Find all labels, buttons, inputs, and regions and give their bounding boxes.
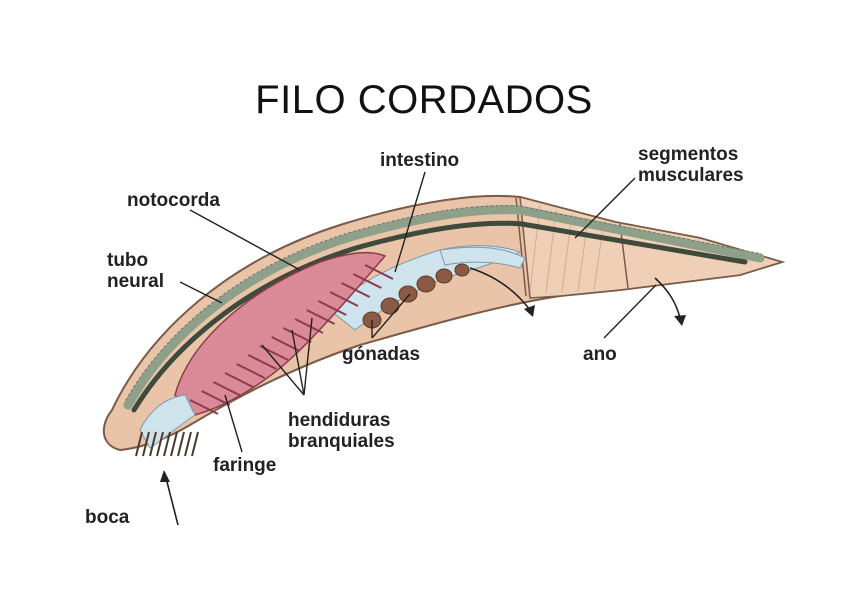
muscle-segments	[529, 204, 605, 294]
leader-gonadas-2	[371, 293, 411, 339]
label-hendiduras-branquiales: hendiduras branquiales	[288, 410, 395, 452]
label-ano: ano	[583, 344, 617, 365]
gonads	[362, 263, 470, 329]
label-segmentos-line2: musculares	[638, 165, 744, 186]
label-faringe: faringe	[213, 455, 277, 476]
label-segmentos-musculares: segmentos musculares	[638, 144, 744, 186]
label-gonadas: gónadas	[342, 344, 421, 365]
gill-bar	[189, 399, 219, 415]
leader-tubo-neural	[179, 281, 223, 304]
leader-faringe	[224, 394, 243, 453]
gill-bar	[352, 273, 382, 289]
label-notocorda: notocorda	[127, 190, 220, 211]
cirrus	[149, 431, 157, 457]
cirrus	[191, 431, 199, 457]
label-tubo-line1: tubo	[107, 250, 149, 271]
gill-bar	[329, 291, 359, 307]
cirrus	[184, 431, 192, 457]
gill-bar	[341, 282, 371, 298]
leader-hendiduras-3	[303, 317, 313, 396]
label-intestino: intestino	[380, 150, 460, 171]
buccal-cirri	[135, 431, 199, 457]
gill-bar	[364, 264, 394, 280]
gill-bar	[294, 318, 324, 334]
anus-arrow	[654, 277, 686, 326]
nerve-cord	[123, 205, 765, 410]
leader-hendiduras-1	[261, 344, 305, 396]
label-tubo-neural: tubo neural	[107, 250, 164, 292]
leader-intestino	[394, 171, 426, 273]
leader-hendiduras-2	[291, 329, 305, 396]
label-tubo-line2: neural	[107, 271, 165, 292]
leader-notocorda	[189, 209, 301, 271]
label-hendiduras-line1: hendiduras	[288, 410, 391, 431]
cirrus	[170, 431, 178, 457]
gill-bar	[317, 300, 347, 316]
gill-bar	[282, 327, 312, 343]
label-hendiduras-line2: branquiales	[288, 431, 395, 452]
oral-hood	[139, 394, 196, 449]
leader-lines	[179, 171, 657, 453]
label-boca: boca	[85, 507, 130, 528]
cirrus	[163, 431, 171, 457]
water-exit-arrow	[469, 267, 535, 317]
gill-bar	[306, 309, 336, 325]
diagram-title: FILO CORDADOS	[255, 78, 593, 122]
gill-bar	[212, 381, 242, 397]
gill-bar	[224, 372, 254, 388]
notochord	[131, 220, 748, 413]
cirrus	[177, 431, 185, 457]
leader-ano	[603, 284, 657, 339]
gill-bar	[201, 390, 231, 406]
nerve-cord-hatch	[125, 205, 763, 401]
gill-bar	[236, 363, 266, 379]
gill-bar	[247, 354, 277, 370]
cirrus	[135, 431, 143, 457]
cirrus	[142, 431, 150, 457]
cirrus	[156, 431, 164, 457]
posterior-intestine	[439, 246, 526, 269]
label-segmentos-line1: segmentos	[638, 144, 739, 165]
leader-segmentos	[574, 177, 636, 239]
mouth-arrow	[160, 470, 179, 526]
